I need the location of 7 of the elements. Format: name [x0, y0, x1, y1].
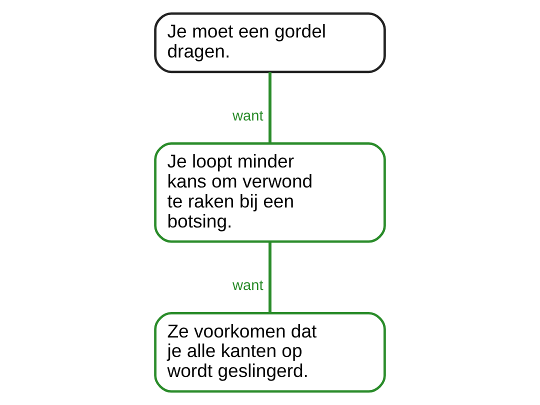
connector: [268, 72, 272, 144]
node-box: Je loopt minder kans om verwond te raken bij een botsing.: [154, 142, 386, 243]
edge-label: want: [232, 278, 264, 294]
node-box: Je moet een gordel dragen.: [154, 12, 386, 74]
connector: [268, 242, 272, 313]
edge-label: want: [232, 108, 264, 124]
node-box: Ze voorkomen dat je alle kanten op wordt geslingerd.: [154, 312, 386, 393]
